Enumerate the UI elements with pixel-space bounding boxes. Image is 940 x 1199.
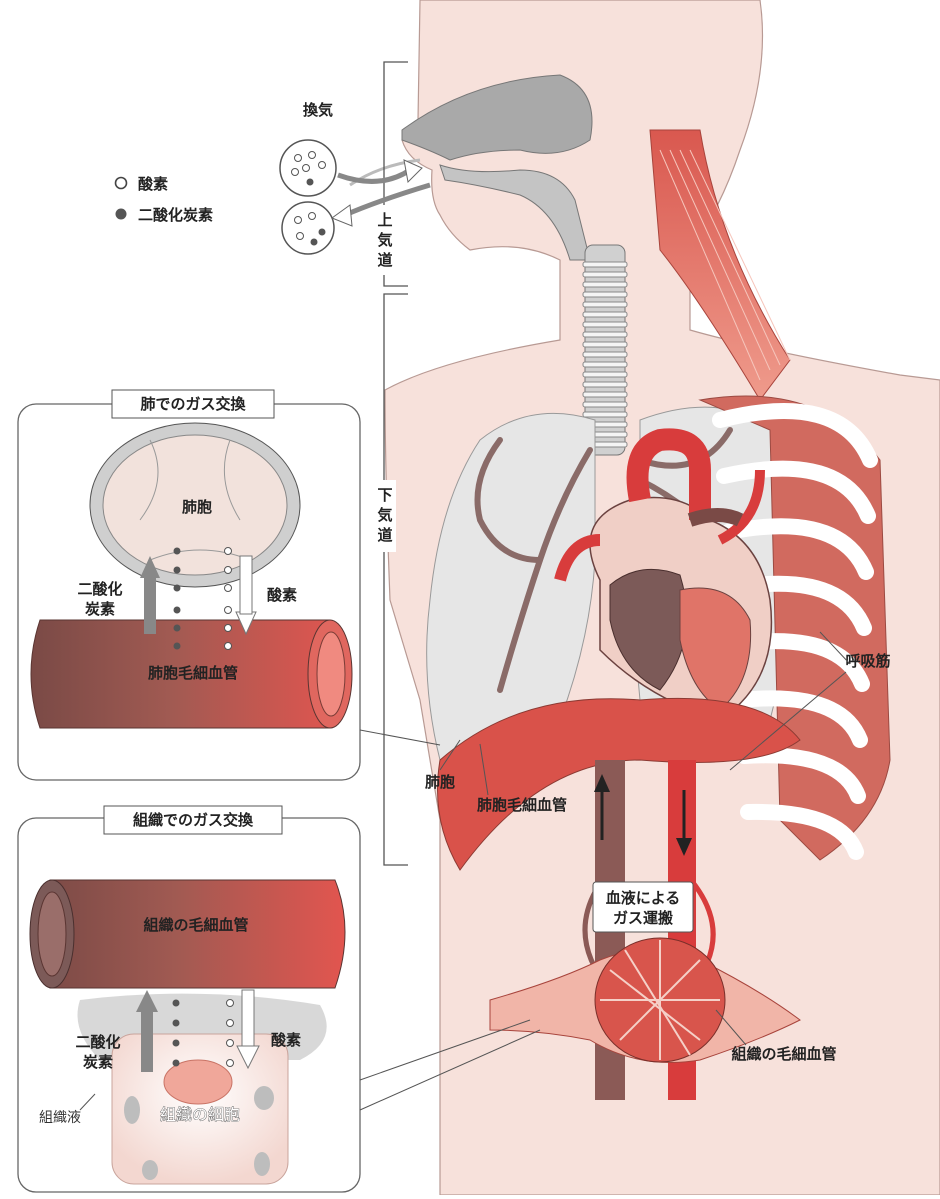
- tissue-capillary-label: 組織の毛細血管: [143, 916, 248, 934]
- legend-co2: 二酸化炭素: [138, 206, 213, 224]
- trachea-ring: [583, 372, 627, 377]
- alveolar-capillary-label: 肺胞毛細血管: [148, 664, 238, 682]
- tissue-capillary-main-label: 組織の毛細血管: [731, 1045, 836, 1063]
- trachea-ring: [583, 362, 627, 367]
- ventilation-label: 換気: [303, 101, 333, 119]
- legend: 酸素 二酸化炭素: [116, 175, 214, 224]
- lung-box-title: 肺でのガス交換: [140, 395, 246, 413]
- ventilation: 換気: [280, 101, 430, 254]
- trachea-ring: [583, 352, 627, 357]
- trachea-ring: [583, 332, 627, 337]
- lower-airway-label: 下 気 道: [374, 480, 396, 552]
- lung-gas-exchange-box: 肺でのガス交換 肺胞 肺胞毛細血管 二酸化 炭素 酸素: [18, 390, 360, 780]
- lung-oxygen-label: 酸素: [267, 586, 297, 604]
- blood-transport-line2: ガス運搬: [613, 909, 673, 927]
- trachea-ring: [583, 312, 627, 317]
- oxygen-dot-icon: [116, 178, 127, 189]
- lower-airway-char: 下: [377, 486, 392, 504]
- trachea-ring: [583, 402, 627, 407]
- lung-co2-label-line2: 炭素: [85, 600, 115, 618]
- trachea-ring: [583, 272, 627, 277]
- tissue-box-title: 組織でのガス交換: [133, 811, 254, 829]
- trachea-ring: [583, 282, 627, 287]
- tissue-co2-label-line1: 二酸化: [75, 1033, 120, 1051]
- upper-airway-label: 上 気 道: [374, 205, 396, 275]
- blood-transport-line1: 血液による: [606, 889, 681, 907]
- lower-airway-char: 気: [377, 506, 392, 524]
- tissue-fluid-label: 組織液: [39, 1110, 81, 1126]
- trachea-ring: [583, 342, 627, 347]
- trachea-ring: [583, 412, 627, 417]
- alveolar-capillary-main-label: 肺胞毛細血管: [477, 796, 567, 814]
- co2-dot-icon: [116, 209, 127, 220]
- legend-oxygen: 酸素: [138, 175, 168, 193]
- respiratory-muscle-label: 呼吸筋: [845, 652, 890, 670]
- upper-airway-char: 気: [377, 231, 392, 249]
- lung-co2-label-line1: 二酸化: [77, 580, 122, 598]
- tissue-cell-label: 組織の細胞: [160, 1105, 240, 1124]
- trachea-ring: [583, 302, 627, 307]
- tissue-co2-label-line2: 炭素: [83, 1053, 113, 1071]
- upper-airway-char: 道: [377, 251, 392, 269]
- upper-airway-char: 上: [377, 211, 392, 229]
- trachea-ring: [583, 382, 627, 387]
- trachea-ring: [583, 262, 627, 267]
- lower-airway-char: 道: [377, 526, 392, 544]
- tissue-gas-exchange-box: 組織でのガス交換 組織の毛細血管 組織の細胞 二酸化 炭素 酸素 組織液: [18, 806, 360, 1192]
- tissue-oxygen-label: 酸素: [271, 1031, 301, 1049]
- trachea-ring: [583, 322, 627, 327]
- alveolus-main-label: 肺胞: [425, 773, 455, 791]
- alveolus-label: 肺胞: [182, 498, 212, 516]
- trachea-ring: [583, 292, 627, 297]
- trachea-ring: [583, 392, 627, 397]
